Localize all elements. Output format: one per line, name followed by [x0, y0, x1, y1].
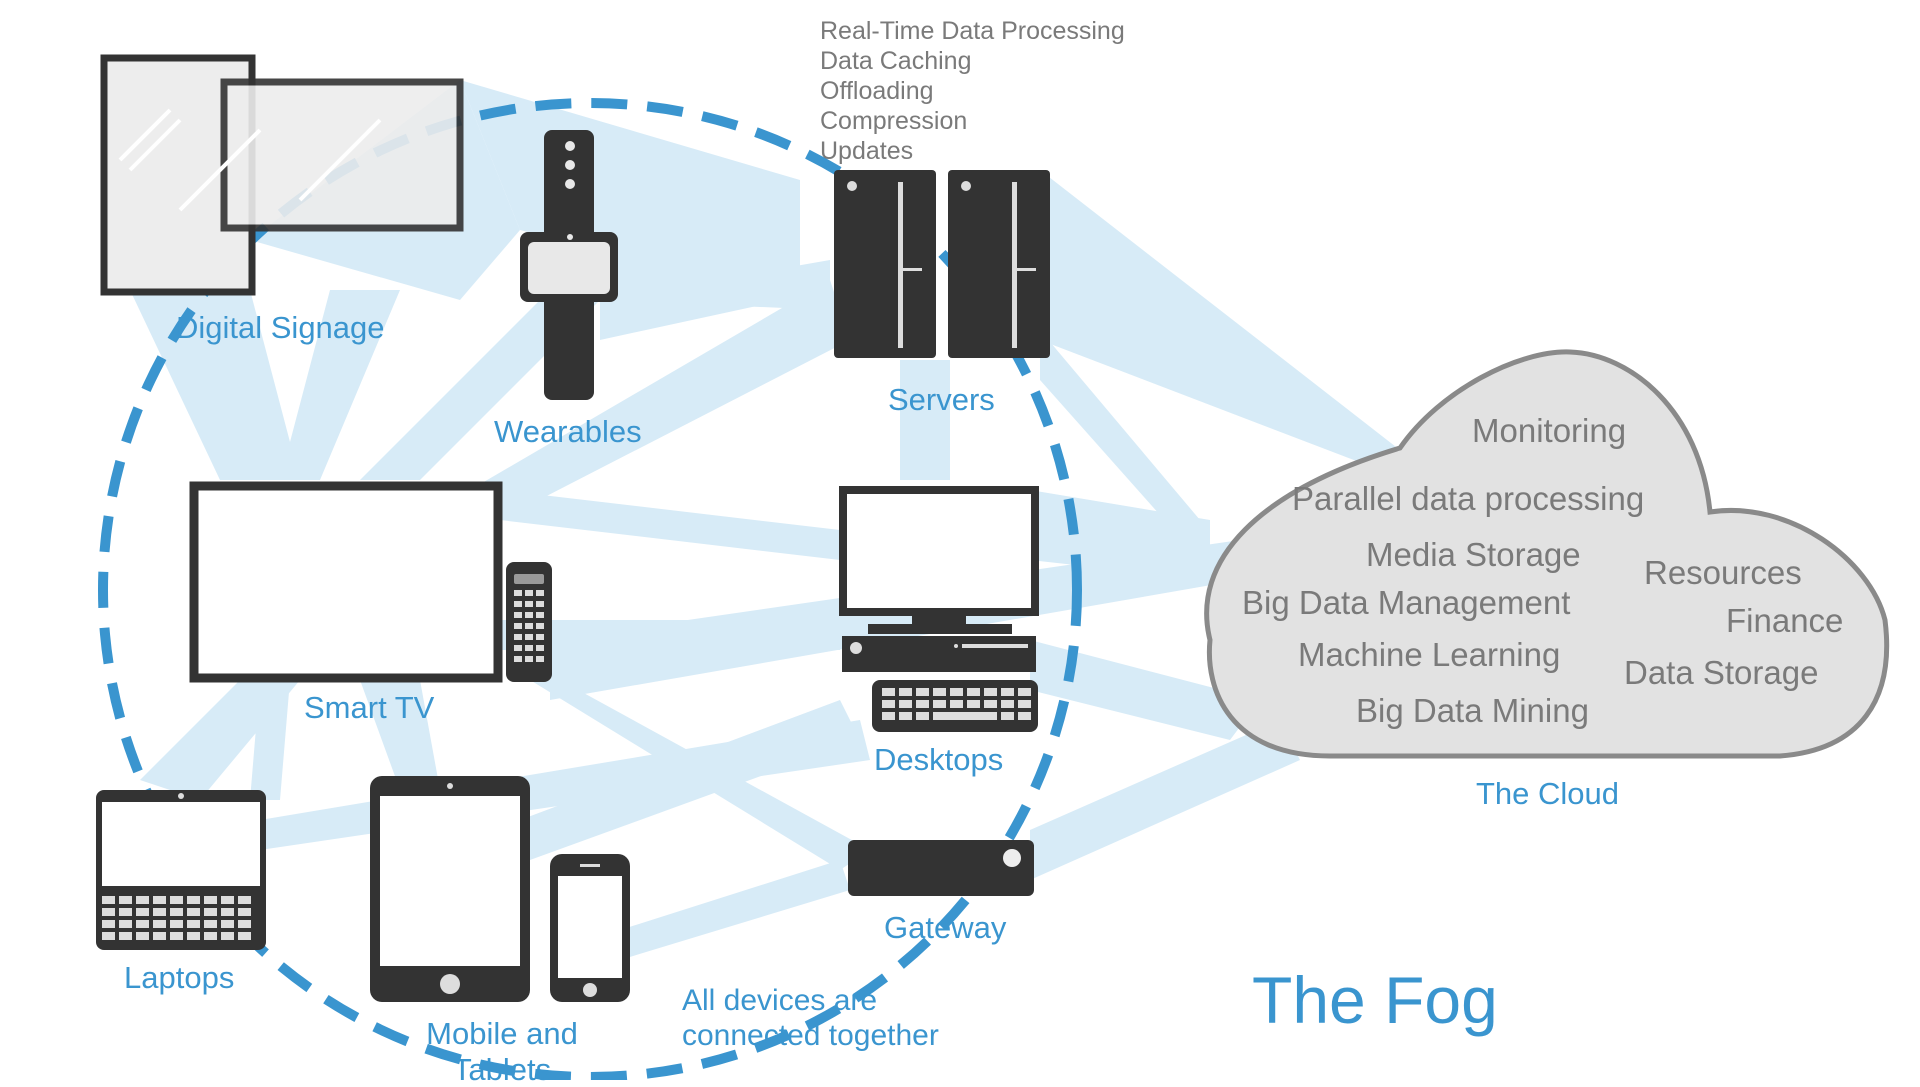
cloud-item-finance: Finance [1726, 602, 1844, 639]
servers-label: Servers [888, 382, 995, 417]
laptop-icon [96, 790, 266, 950]
connected-note: All devices are connected together [682, 984, 939, 1053]
desktop-computer-icon [839, 486, 1039, 732]
server-function-item: Offloading [820, 77, 934, 105]
connection-beams [130, 80, 1400, 960]
cloud-item-parallel-processing: Parallel data processing [1292, 480, 1645, 517]
laptops-label: Laptops [124, 960, 235, 995]
desktops-label: Desktops [874, 742, 1004, 777]
server-function-item: Real-Time Data Processing [820, 17, 1125, 45]
tablet-icon [370, 776, 530, 1002]
digital-signage-label: Digital Signage [176, 310, 385, 345]
mobile-tablets-label-line1: Mobile and [426, 1016, 578, 1051]
wearables-label: Wearables [494, 414, 642, 449]
smartwatch-icon [520, 130, 618, 400]
smartphone-icon [550, 854, 630, 1002]
mobile-tablets-label: Mobile and Tablets [412, 1016, 592, 1087]
gateway-icon [848, 840, 1034, 896]
cloud-item-machine-learning: Machine Learning [1298, 636, 1561, 673]
connected-note-line1: All devices are [682, 984, 878, 1017]
mobile-tablets-label-line2: Tablets [452, 1051, 552, 1087]
gateway-label: Gateway [884, 910, 1007, 945]
server-function-item: Data Caching [820, 47, 972, 75]
servers-icon [834, 170, 1050, 358]
fog-boundary-circle [98, 98, 1082, 1080]
cloud-label: The Cloud [1476, 776, 1620, 811]
server-functions-list: Real-Time Data Processing Data Caching O… [820, 16, 1125, 166]
cloud-item-resources: Resources [1644, 554, 1802, 591]
server-function-item: Compression [820, 107, 968, 135]
cloud-item-big-data-management: Big Data Management [1242, 584, 1571, 621]
digital-signage-icon [100, 54, 464, 296]
cloud-item-media-storage: Media Storage [1366, 536, 1581, 573]
connected-note-line2: connected together [682, 1018, 939, 1052]
smart-tv-icon [189, 481, 552, 683]
cloud-shape-icon [1204, 349, 1890, 759]
fog-title: The Fog [1252, 963, 1498, 1037]
server-function-item: Updates [820, 137, 914, 165]
cloud-item-monitoring: Monitoring [1472, 412, 1627, 449]
cloud-item-data-storage: Data Storage [1624, 654, 1819, 691]
cloud-item-big-data-mining: Big Data Mining [1356, 692, 1589, 729]
smart-tv-label: Smart TV [304, 690, 435, 725]
